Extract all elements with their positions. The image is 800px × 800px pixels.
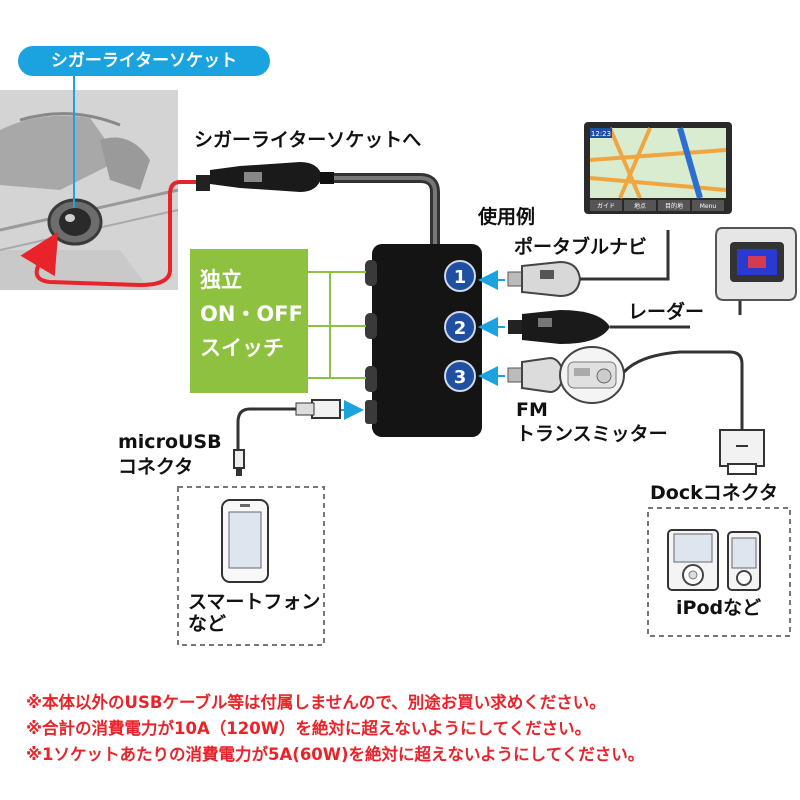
navi-button-point: 地点: [634, 202, 646, 210]
cigar-socket-callout: シガーライターソケット: [18, 46, 270, 76]
port-number-1: 1: [454, 267, 467, 288]
smartphone-image: [221, 499, 269, 583]
fm-label-line2: トランスミッター: [516, 423, 668, 445]
radar-label: レーダー: [628, 301, 705, 323]
red-route-cable: [20, 180, 198, 288]
car-interior-image: [0, 90, 179, 290]
portable-navi-device: 12:23 ガイド 地点 目的地 Menu: [584, 122, 732, 214]
note-usb-cable: ※本体以外のUSBケーブル等は付属しませんので、別途お買い求めください。: [26, 693, 606, 712]
navi-time: 12:23: [591, 130, 611, 138]
microusb-label-line1: microUSB: [118, 431, 222, 453]
plug-fm-transmitter: [507, 356, 566, 394]
note-total-power: ※合計の消費電力が10A（120W）を絶対に超えないようにしてください。: [26, 719, 592, 738]
portable-navi-label: ポータブルナビ: [514, 236, 648, 258]
port-number-3: 3: [454, 367, 467, 388]
port-2: 2: [444, 311, 476, 343]
plug-navi: [507, 230, 670, 298]
switch-label-line2: ON・OFF: [200, 302, 303, 326]
plug-radar: [508, 295, 742, 344]
port-1: 1: [444, 260, 476, 292]
ipod-image: [667, 529, 761, 591]
navi-button-menu: Menu: [700, 203, 717, 210]
independent-switch-box: 独立 ON・OFF スイッチ: [190, 249, 308, 393]
to-cigar-socket-label: シガーライターソケットへ: [194, 129, 422, 151]
port-number-2: 2: [454, 318, 467, 339]
usage-example-label: 使用例: [478, 206, 536, 228]
microusb-label-line2: コネクタ: [118, 456, 194, 478]
port-3: 3: [444, 360, 476, 392]
radar-device: [715, 227, 797, 301]
switch-connector-lines: [308, 271, 366, 379]
navi-button-guide: ガイド: [597, 202, 615, 210]
smartphone-dashed-frame: [177, 486, 325, 646]
cigar-plug-main: [196, 162, 334, 192]
switch-label-line1: 独立: [200, 268, 242, 292]
fm-label-line1: FM: [516, 399, 548, 421]
switch-label-line3: スイッチ: [200, 336, 284, 360]
ipod-label: iPodなど: [676, 597, 762, 619]
navi-button-destination: 目的地: [665, 202, 683, 210]
dock-connector: [719, 429, 765, 475]
usb-cable: [233, 399, 341, 476]
main-cable: [334, 173, 440, 250]
smartphone-label-line1: スマートフォン: [188, 591, 321, 613]
fm-transmitter-device: [559, 346, 744, 430]
smartphone-label-line2: など: [188, 613, 227, 635]
dock-connector-label: Dockコネクタ: [650, 482, 778, 504]
note-per-socket-power: ※1ソケットあたりの消費電力が5A(60W)を絶対に超えないようにしてください。: [26, 745, 645, 764]
notes-section: ※本体以外のUSBケーブル等は付属しませんので、別途お買い求めください。 ※合計…: [26, 690, 786, 768]
